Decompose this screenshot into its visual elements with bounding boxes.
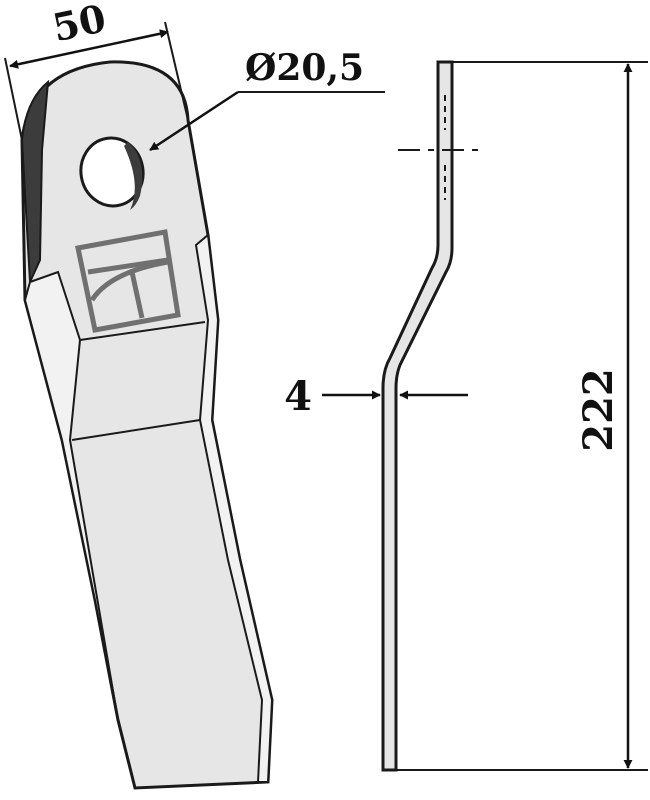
thickness-label: 4 <box>284 373 312 420</box>
blade-crease-upper <box>79 321 206 341</box>
width-ext-line-left <box>4 57 23 141</box>
hole-diameter-label: Ø20,5 <box>245 47 364 89</box>
mounting-hole <box>79 136 145 208</box>
blade-profile <box>381 60 454 772</box>
mounting-hole-shadow <box>124 142 143 210</box>
hole-diameter-callout: Ø20,5 <box>149 47 385 152</box>
hole-leader-arrow <box>149 90 239 152</box>
blade-crease-lower <box>71 419 201 441</box>
blade-left-bevel <box>23 270 136 789</box>
thickness-dimension: 4 <box>284 373 468 420</box>
width-label: 50 <box>49 0 110 50</box>
blade-front-view <box>20 60 274 790</box>
manufacturer-logo <box>75 229 181 333</box>
blade-dark-edge <box>20 79 50 283</box>
length-dimension: 222 <box>383 61 648 771</box>
width-dimension-line <box>9 29 169 69</box>
length-label: 222 <box>575 368 622 452</box>
blade-side-view <box>381 60 480 772</box>
